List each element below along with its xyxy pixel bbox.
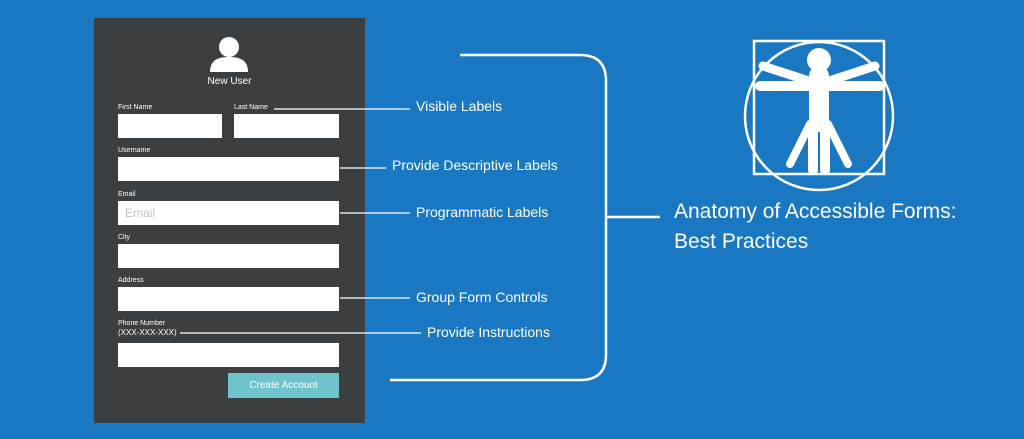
address-label: Address xyxy=(118,277,144,284)
heading-line-1: Anatomy of Accessible Forms: xyxy=(674,200,957,223)
city-label: City xyxy=(118,234,131,241)
username-label: Username xyxy=(118,147,151,154)
username-input[interactable] xyxy=(118,157,339,181)
callout-descriptive-labels: Provide Descriptive Labels xyxy=(392,157,558,173)
vitruvian-figure-icon xyxy=(743,39,895,192)
callout-group-controls: Group Form Controls xyxy=(416,289,548,305)
callout-instructions: Provide Instructions xyxy=(427,324,550,340)
address-input[interactable] xyxy=(118,287,339,311)
phone-number-input[interactable] xyxy=(118,343,339,367)
first-name-input[interactable] xyxy=(118,114,222,138)
phone-number-label: Phone Number xyxy=(118,320,166,327)
city-input[interactable] xyxy=(118,244,339,268)
first-name-label: First Name xyxy=(118,104,153,111)
last-name-label: Last Name xyxy=(234,104,268,111)
new-user-form-panel: New User First Name Last Name Username E… xyxy=(94,18,365,423)
last-name-input[interactable] xyxy=(234,114,339,138)
create-account-button[interactable]: Create Account xyxy=(228,373,339,398)
email-input[interactable]: Email xyxy=(118,201,339,225)
heading-line-2: Best Practices xyxy=(674,230,809,253)
phone-format-hint: (XXX-XXX-XXX) xyxy=(118,328,177,337)
email-placeholder: Email xyxy=(125,206,156,220)
email-label: Email xyxy=(118,191,136,198)
callout-visible-labels: Visible Labels xyxy=(416,98,503,114)
user-avatar-icon xyxy=(210,37,248,72)
form-title: New User xyxy=(207,76,252,87)
callout-programmatic-labels: Programmatic Labels xyxy=(416,204,549,220)
